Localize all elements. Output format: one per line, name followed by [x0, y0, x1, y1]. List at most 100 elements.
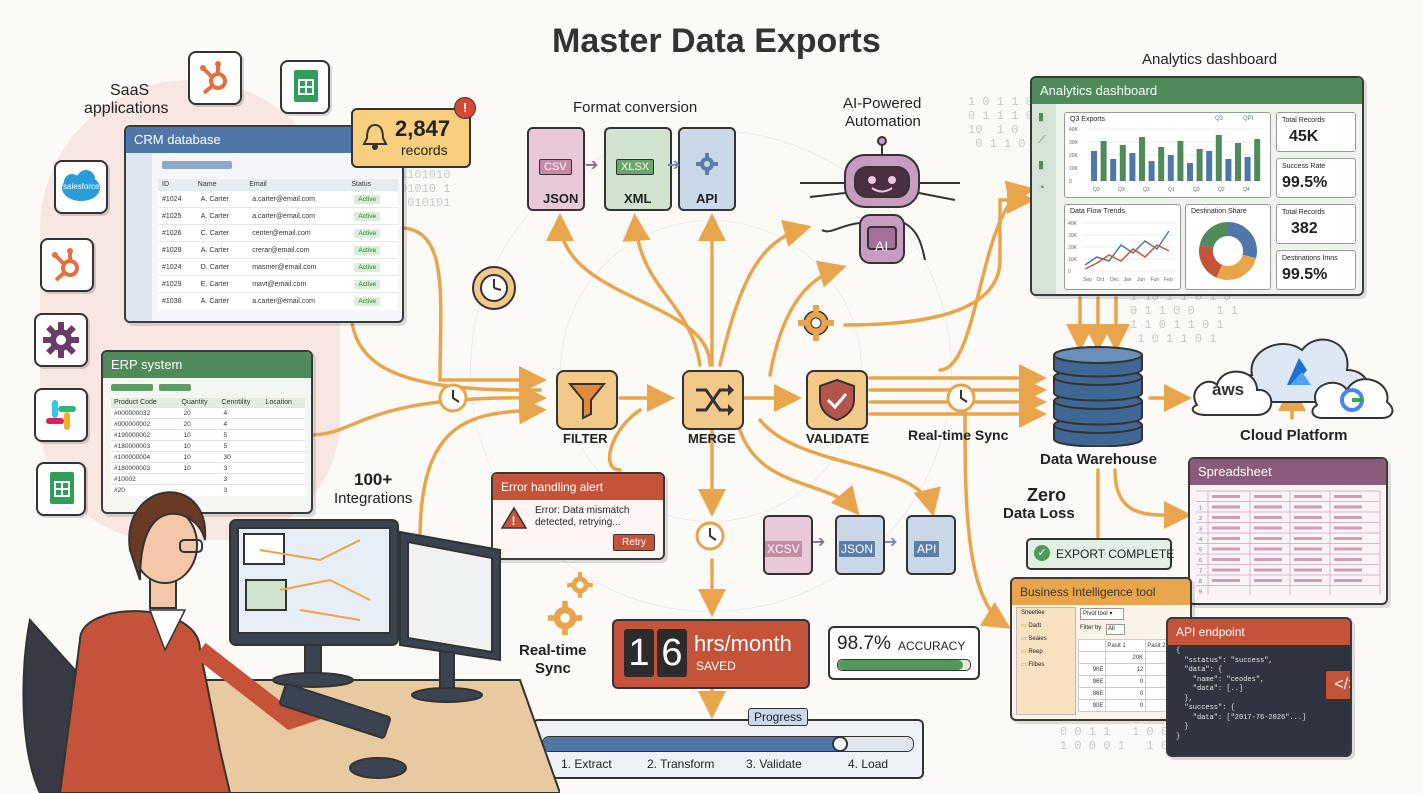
erp-title: ERP system [103, 352, 311, 378]
api-code-block: { "sstatus": "success", "data": { "name"… [1176, 647, 1306, 742]
stat-3-label: Total Records [1282, 209, 1325, 216]
clock-icon [472, 266, 516, 310]
ai-label-line1: AI-Powered [843, 95, 922, 112]
robot-illustration [800, 136, 960, 264]
bi-sidebar-item-label: Reep [1028, 649, 1043, 655]
cell-placeholder [1334, 568, 1362, 572]
gear-icon-orange-3 [547, 600, 583, 636]
crm-col-status: Status [351, 181, 372, 188]
q3-exports-title: Q3 Exports [1070, 116, 1106, 123]
progress-step-4: 4. Load [848, 757, 889, 771]
cell-placeholder [1212, 579, 1240, 582]
bar-chart-icon: ▮ [1038, 111, 1045, 123]
cell-placeholder [1254, 495, 1282, 498]
bi-folder-icon: ▭ [1021, 623, 1029, 629]
integrations-count: 100+ [354, 470, 393, 489]
bi-col-0 [1077, 639, 1107, 652]
salesforce-icon: salesforce [54, 160, 108, 214]
cell-placeholder [1294, 505, 1322, 509]
gear-icon-orange-2 [567, 572, 593, 598]
crm-cell: a.carter@email.com [252, 195, 315, 203]
y-tick-label: 10K [1069, 166, 1079, 172]
aws-logo: aws [1212, 380, 1245, 399]
bar [1129, 153, 1136, 181]
progress-knob[interactable] [832, 736, 848, 752]
status-badge: Active [354, 228, 381, 238]
code-line: "data": { [1176, 666, 1223, 674]
error-message-line2: detected, retrying... [535, 517, 621, 528]
hubspot-icon-2 [40, 238, 94, 292]
bi-sidebar-item[interactable]: ▭ Dadt [1021, 622, 1041, 629]
crm-cell: A. Carter [200, 195, 229, 203]
erp-cell: #20 [114, 486, 125, 494]
series-line [1084, 244, 1170, 270]
cell-placeholder [1294, 516, 1322, 519]
bi-filter-select[interactable]: All [1106, 624, 1125, 635]
bi-sidebar-item[interactable]: ▭ Seaies [1021, 635, 1047, 642]
bi-folder-icon: ▭ [1021, 636, 1029, 642]
erp-cell: 4 [223, 409, 228, 417]
error-alert-panel: Error handling alert ! Error: Data misma… [491, 472, 665, 560]
cell-placeholder [1254, 537, 1282, 540]
cell-placeholder [1334, 537, 1362, 540]
progress-step-3: 3. Validate [746, 757, 802, 771]
cloud-platform-label: Cloud Platform [1240, 427, 1348, 444]
crm-col-email: Email [249, 181, 267, 188]
bar [1206, 151, 1213, 181]
erp-cell: 10 [183, 431, 191, 439]
bar [1119, 145, 1126, 181]
x-tick-label: Sep [1083, 277, 1092, 283]
bi-cell: 90E [1077, 663, 1107, 676]
xml-label: XML [624, 191, 652, 206]
hours-digit-1: 1 [624, 629, 654, 677]
api-gear-icon [696, 153, 718, 175]
retry-button[interactable]: Retry [613, 534, 655, 551]
x-tick-label: Fun [1151, 277, 1160, 283]
stat-card-1: Total Records 45K [1276, 112, 1356, 152]
pie-chart-icon: ◔ [1038, 182, 1045, 194]
zero-label: Zero [1027, 485, 1067, 505]
x-tick-label: Q4 [1243, 187, 1250, 193]
status-badge: Active [354, 211, 381, 221]
arrow-right-icon: ➔ [585, 157, 599, 174]
crm-header-row: ID Name Email Status [158, 179, 398, 191]
stat-card-2: Success Rate 99.5% [1276, 158, 1356, 198]
api-tag: API [914, 541, 940, 557]
cell-placeholder [1334, 516, 1362, 519]
spreadsheet-title: Spreadsheet [1190, 459, 1386, 485]
crm-cell: A. Carter [200, 212, 229, 220]
svg-text:!: ! [512, 514, 516, 528]
bi-pivot-button[interactable]: Pivot tool ▾ [1080, 608, 1124, 620]
progress-panel: 1. Extract 2. Transform 3. Validate 4. L… [532, 719, 924, 779]
json-tag: JSON [839, 541, 876, 557]
xcsv-doc: XCSV [763, 515, 813, 575]
sync-icon-2 [946, 383, 976, 413]
bi-sidebar-item[interactable]: ▭ Filbes [1021, 661, 1044, 668]
series-line [1084, 230, 1170, 266]
ai-label-line2: Automation [845, 113, 921, 130]
bi-cell: 0 [1105, 675, 1147, 688]
realtime-sync-top: Real-time Sync [908, 427, 1009, 443]
bi-sidebar-item[interactable]: ▭ Reep [1021, 648, 1043, 655]
bar [1187, 163, 1193, 181]
code-line: } [1176, 723, 1189, 731]
crm-cell: E. Carter [200, 280, 229, 288]
stat-card-4: Destinations Imns 99.5% [1276, 250, 1356, 290]
